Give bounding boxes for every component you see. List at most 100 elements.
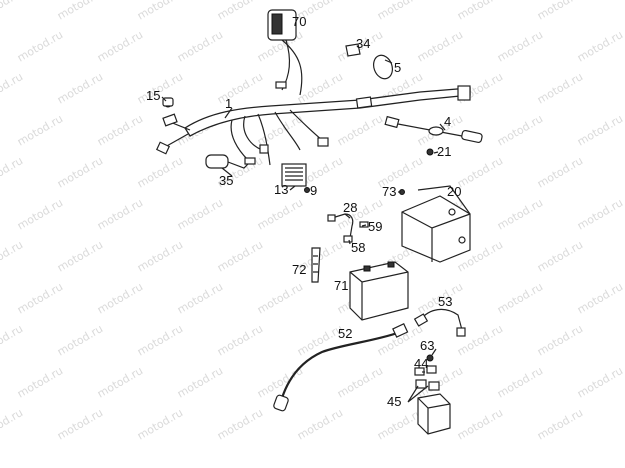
label-part-58: 58 xyxy=(351,240,365,255)
watermark-text: motod.ru xyxy=(575,280,625,316)
label-part-52: 52 xyxy=(338,326,352,341)
watermark-text: motod.ru xyxy=(135,154,185,190)
label-part-35: 35 xyxy=(219,173,233,188)
label-part-63: 63 xyxy=(420,338,434,353)
watermark-text: motod.ru xyxy=(495,280,545,316)
label-part-70: 70 xyxy=(292,14,306,29)
watermark-text: motod.ru xyxy=(55,406,105,442)
label-part-59: 59 xyxy=(368,219,382,234)
watermark-text: motod.ru xyxy=(535,322,585,358)
label-part-73: 73 xyxy=(382,184,396,199)
watermark-text: motod.ru xyxy=(575,112,625,148)
watermark-text: motod.ru xyxy=(535,0,585,23)
part-labels: 70 34 5 15 1 4 21 35 13 9 73 20 28 59 58… xyxy=(146,14,461,409)
watermark-text: motod.ru xyxy=(535,238,585,274)
watermark-text: motod.ru xyxy=(495,364,545,400)
watermark-text: motod.ru xyxy=(135,322,185,358)
part-59-fuse xyxy=(359,221,369,228)
part-45-relay xyxy=(415,379,451,435)
leader-lines xyxy=(161,59,446,403)
part-1-main-harness xyxy=(155,85,471,166)
watermark-text: motod.ru xyxy=(0,154,25,190)
label-part-4: 4 xyxy=(444,114,451,129)
watermark-text: motod.ru xyxy=(175,364,225,400)
watermark-text: motod.ru xyxy=(255,280,305,316)
watermark-text: motod.ru xyxy=(215,238,265,274)
watermark-text: motod.ru xyxy=(55,70,105,106)
watermark-text: motod.ru xyxy=(535,406,585,442)
watermark-text: motod.ru xyxy=(95,196,145,232)
watermark-text: motod.ru xyxy=(135,0,185,23)
watermark-text: motod.ru xyxy=(535,70,585,106)
label-part-5: 5 xyxy=(394,60,401,75)
label-part-9: 9 xyxy=(310,183,317,198)
watermark-text: motod.ru xyxy=(215,322,265,358)
watermark-text: motod.ru xyxy=(15,112,65,148)
part-53-cable xyxy=(413,308,466,337)
watermark-text: motod.ru xyxy=(15,196,65,232)
watermark-text: motod.ru xyxy=(0,0,25,23)
part-35-capacitor xyxy=(205,154,249,169)
watermark-text: motod.ru xyxy=(175,196,225,232)
label-part-53: 53 xyxy=(438,294,452,309)
watermark-text: motod.ru xyxy=(495,112,545,148)
watermark-text: motod.ru xyxy=(0,406,25,442)
part-70-ignition-switch xyxy=(267,9,303,96)
watermark-text: motod.ru xyxy=(215,0,265,23)
watermark-text: motod.ru xyxy=(135,238,185,274)
watermark-text: motod.ru xyxy=(535,154,585,190)
watermark-text: motod.ru xyxy=(295,406,345,442)
watermark-layer: motod.ru motod.ru motod.ru motod.ru motod.ru… xyxy=(0,0,625,443)
label-part-13: 13 xyxy=(274,182,288,197)
watermark-text: motod.ru xyxy=(15,28,65,64)
watermark-text: motod.ru xyxy=(0,322,25,358)
watermark-text: motod.ru xyxy=(55,154,105,190)
label-part-44: 44 xyxy=(414,356,428,371)
watermark-text: motod.ru xyxy=(95,280,145,316)
label-part-71: 71 xyxy=(334,278,348,293)
label-part-20: 20 xyxy=(447,184,461,199)
label-part-15: 15 xyxy=(146,88,160,103)
watermark-text: motod.ru xyxy=(15,364,65,400)
watermark-text: motod.ru xyxy=(55,0,105,23)
watermark-text: motod.ru xyxy=(335,112,385,148)
part-58-connector xyxy=(343,235,353,243)
watermark-text: motod.ru xyxy=(455,154,505,190)
watermark-text: motod.ru xyxy=(0,70,25,106)
part-71-battery xyxy=(349,261,409,321)
watermark-text: motod.ru xyxy=(455,406,505,442)
part-20-battery-holder xyxy=(401,185,471,263)
watermark-text: motod.ru xyxy=(495,28,545,64)
label-part-1: 1 xyxy=(225,96,232,111)
watermark-text: motod.ru xyxy=(575,364,625,400)
label-part-72: 72 xyxy=(292,262,306,277)
part-5-cable-tie xyxy=(372,54,394,80)
watermark-text: motod.ru xyxy=(215,70,265,106)
label-part-45: 45 xyxy=(387,394,401,409)
watermark-text: motod.ru xyxy=(95,28,145,64)
part-52-cable xyxy=(273,323,409,412)
watermark-text: motod.ru xyxy=(575,28,625,64)
watermark-text: motod.ru xyxy=(455,0,505,23)
watermark-text: motod.ru xyxy=(135,406,185,442)
part-63-screw xyxy=(426,354,434,362)
watermark-text: motod.ru xyxy=(335,364,385,400)
watermark-text: motod.ru xyxy=(0,238,25,274)
watermark-text: motod.ru xyxy=(55,238,105,274)
watermark-text: motod.ru xyxy=(175,28,225,64)
part-21-screw xyxy=(426,148,434,156)
part-72-strap xyxy=(311,247,321,283)
part-13-regulator xyxy=(281,163,307,187)
part-34-boot xyxy=(345,43,361,57)
part-9-screw xyxy=(304,187,310,193)
watermark-text: motod.ru xyxy=(375,0,425,23)
watermark-text: motod.ru xyxy=(255,196,305,232)
part-4-sensor-cable xyxy=(384,115,483,144)
watermark-text: motod.ru xyxy=(175,280,225,316)
watermark-text: motod.ru xyxy=(415,28,465,64)
watermark-text: motod.ru xyxy=(55,322,105,358)
watermark-text: motod.ru xyxy=(575,196,625,232)
watermark-text: motod.ru xyxy=(95,112,145,148)
watermark-text: motod.ru xyxy=(95,364,145,400)
